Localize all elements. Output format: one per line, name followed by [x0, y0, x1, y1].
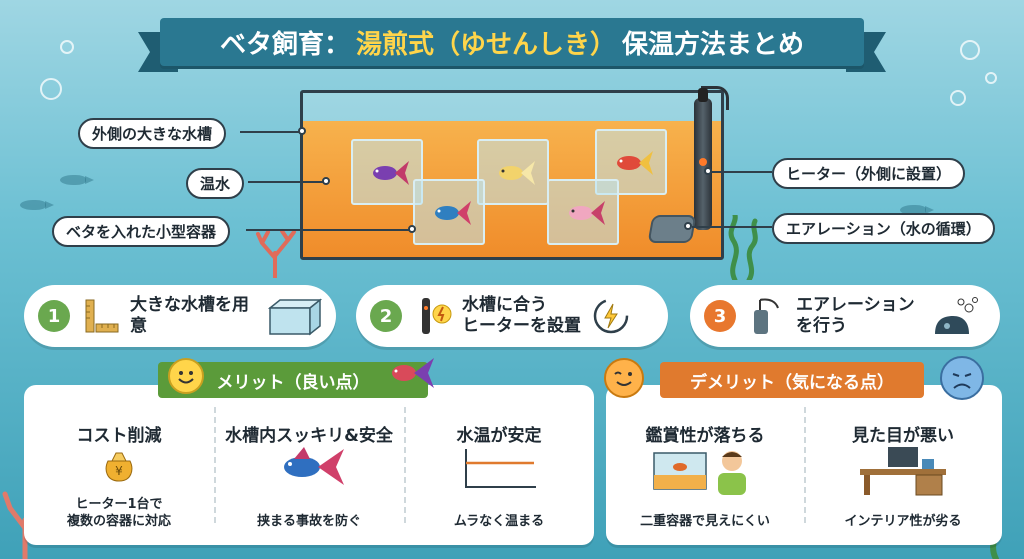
demerit-title: 見た目が悪い	[852, 426, 954, 446]
caption-line: ヒーター1台で	[75, 496, 163, 512]
step-label: 水槽に合う ヒーターを設置	[462, 295, 581, 338]
label-small-containers: ベタを入れた小型容器	[52, 216, 231, 247]
heater-cable	[701, 86, 729, 110]
merit-stable-temp: 水温が安定 ムラなく温まる	[404, 385, 594, 545]
step-3: 3 エアレーション を行う	[690, 285, 1000, 347]
demerits-heading: デメリット（気になる点）	[660, 362, 924, 398]
sad-face-icon	[940, 356, 984, 400]
step-label-line: 水槽に合う	[462, 294, 547, 315]
small-container	[547, 179, 619, 245]
smile-face-icon	[168, 358, 204, 394]
step-label-line: を行う	[796, 316, 847, 336]
divider	[804, 407, 806, 523]
merit-title: 水温が安定	[456, 426, 542, 446]
leader-line	[246, 229, 412, 231]
merit-caption: ムラなく温まる	[404, 513, 594, 531]
small-container	[351, 139, 423, 205]
desk-icon	[860, 447, 946, 496]
divider	[214, 407, 216, 523]
coral-icon	[256, 229, 296, 278]
merit-caption: ヒーター1台で 複数の容器に対応	[24, 496, 214, 531]
svg-text:¥: ¥	[115, 464, 123, 478]
leader-point	[298, 127, 306, 135]
bubble	[40, 78, 62, 100]
leader-point	[408, 225, 416, 233]
demerit-viewing: 鑑賞性が落ちる 二重容器で見えにくい	[606, 385, 804, 545]
fish-silhouette	[60, 175, 94, 185]
demerit-caption: 二重容器で見えにくい	[640, 514, 770, 530]
step-label: エアレーション を行う	[796, 295, 915, 338]
heater-icon	[422, 298, 452, 334]
caption-line: ムラなく温まる	[453, 514, 545, 530]
caption-line: 複数の容器に対応	[66, 514, 171, 530]
air-pump-icon	[934, 297, 978, 334]
merit-cost: コスト削減 ¥ ヒーター1台で 複数の容器に対応	[24, 385, 214, 545]
merit-caption: 挟まる事故を防ぐ	[214, 513, 404, 531]
betta-fish-icon	[435, 201, 471, 225]
merit-clean-safe: 水槽内スッキリ&安全 挟まる事故を防ぐ	[214, 385, 404, 545]
step-label-line: ヒーターを設置	[462, 316, 581, 336]
bubble	[985, 72, 997, 84]
wink-face-icon	[604, 358, 644, 398]
merits-heading-text: メリット（良い点）	[216, 372, 370, 393]
step-label-line: エアレーション	[796, 294, 915, 315]
page-title: ベタ飼育： 湯煎式（ゆせんしき） 保温方法まとめ	[160, 18, 864, 66]
betta-fish-icon	[617, 151, 653, 175]
demerits-heading-text: デメリット（気になる点）	[690, 372, 894, 393]
title-highlight: 湯煎式（ゆせんしき）	[355, 29, 616, 60]
demerit-caption: インテリア性が劣る	[844, 514, 962, 530]
leader-line	[248, 181, 326, 183]
leader-line	[712, 171, 772, 173]
betta-fish-icon	[284, 447, 344, 485]
label-warm-water: 温水	[186, 168, 245, 199]
title-prefix: ベタ飼育：	[219, 29, 350, 60]
step-number: 3	[704, 300, 736, 332]
divider	[404, 407, 406, 523]
bubble	[60, 40, 74, 54]
heater	[694, 88, 712, 230]
label-heater: ヒーター（外側に設置）	[772, 158, 966, 189]
step-number: 1	[38, 300, 70, 332]
ruler-icon	[85, 299, 119, 333]
bubble	[950, 90, 966, 106]
leader-line	[240, 131, 302, 133]
demerits-panel: 鑑賞性が落ちる 二重容器で見えにくい 見た目が悪い インテリア性が劣る	[606, 385, 1002, 545]
betta-fish-icon	[569, 201, 605, 225]
viewer-icon	[653, 451, 746, 495]
betta-fish-icon	[499, 161, 535, 185]
fish-silhouette	[900, 205, 934, 215]
leader-line	[692, 226, 772, 228]
step-label: 大きな水槽を用意	[130, 294, 249, 336]
leader-point	[684, 222, 692, 230]
demerit-appearance: 見た目が悪い インテリア性が劣る	[804, 385, 1002, 545]
tank-icon	[267, 298, 322, 336]
demerit-title: 鑑賞性が落ちる	[645, 426, 765, 446]
label-outer-tank: 外側の大きな水槽	[78, 118, 227, 149]
title-suffix: 保温方法まとめ	[622, 29, 805, 60]
small-container	[413, 179, 485, 245]
bubble	[960, 40, 980, 60]
fish-silhouette	[20, 200, 54, 210]
label-aeration: エアレーション（水の循環）	[772, 213, 995, 244]
heater-light	[699, 158, 707, 166]
air-stone-icon	[754, 298, 779, 334]
leader-point	[322, 177, 330, 185]
betta-fish-icon	[392, 358, 434, 388]
step-1: 1 大きな水槽を用意	[24, 285, 336, 347]
coin-purse-icon: ¥	[105, 452, 133, 482]
small-container	[477, 139, 549, 205]
merit-title: 水槽内スッキリ&安全	[225, 426, 393, 446]
step-number: 2	[370, 300, 402, 332]
flat-graph-icon	[465, 449, 536, 488]
title-banner: ベタ飼育： 湯煎式（ゆせんしき） 保温方法まとめ	[138, 18, 886, 72]
step-2: 2 水槽に合う ヒーターを設置	[356, 285, 668, 347]
merits-panel: コスト削減 ¥ ヒーター1台で 複数の容器に対応 水槽内スッキリ&安全 挟まる事…	[24, 385, 594, 545]
seaweed-icon	[728, 215, 758, 280]
betta-fish-icon	[373, 161, 409, 185]
lightning-icon	[593, 298, 629, 334]
merit-title: コスト削減	[76, 426, 162, 446]
leader-point	[704, 167, 712, 175]
caption-line: 挟まる事故を防ぐ	[256, 514, 361, 530]
